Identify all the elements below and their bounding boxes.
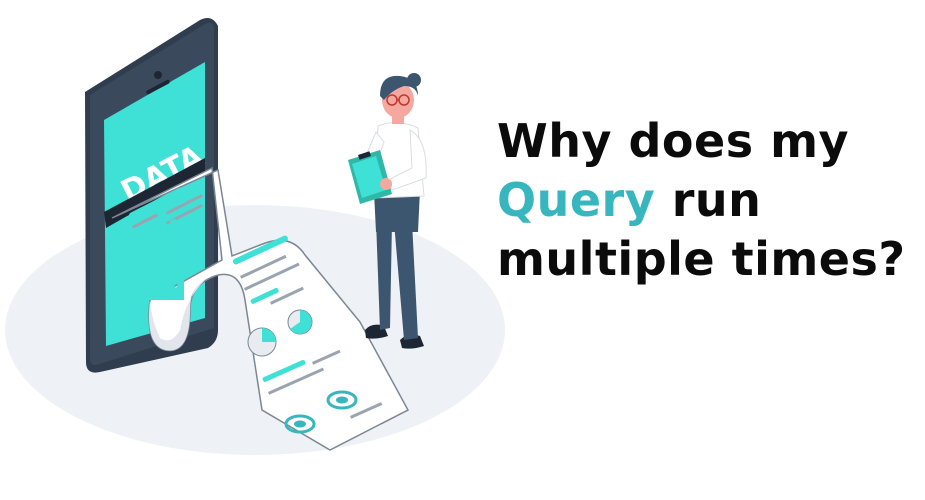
headline-line-2-rest: run xyxy=(655,173,762,227)
data-report-illustration: DATA xyxy=(5,18,505,455)
headline-line-3: multiple times? xyxy=(497,232,906,286)
headline-line-2: Query run xyxy=(497,171,917,230)
headline-accent-word: Query xyxy=(497,173,656,227)
headline-line-1: Why does my xyxy=(497,114,850,168)
report-paper xyxy=(111,166,410,451)
woman-with-clipboard-illustration xyxy=(348,73,427,349)
headline: Why does my Query run multiple times? xyxy=(497,112,917,289)
